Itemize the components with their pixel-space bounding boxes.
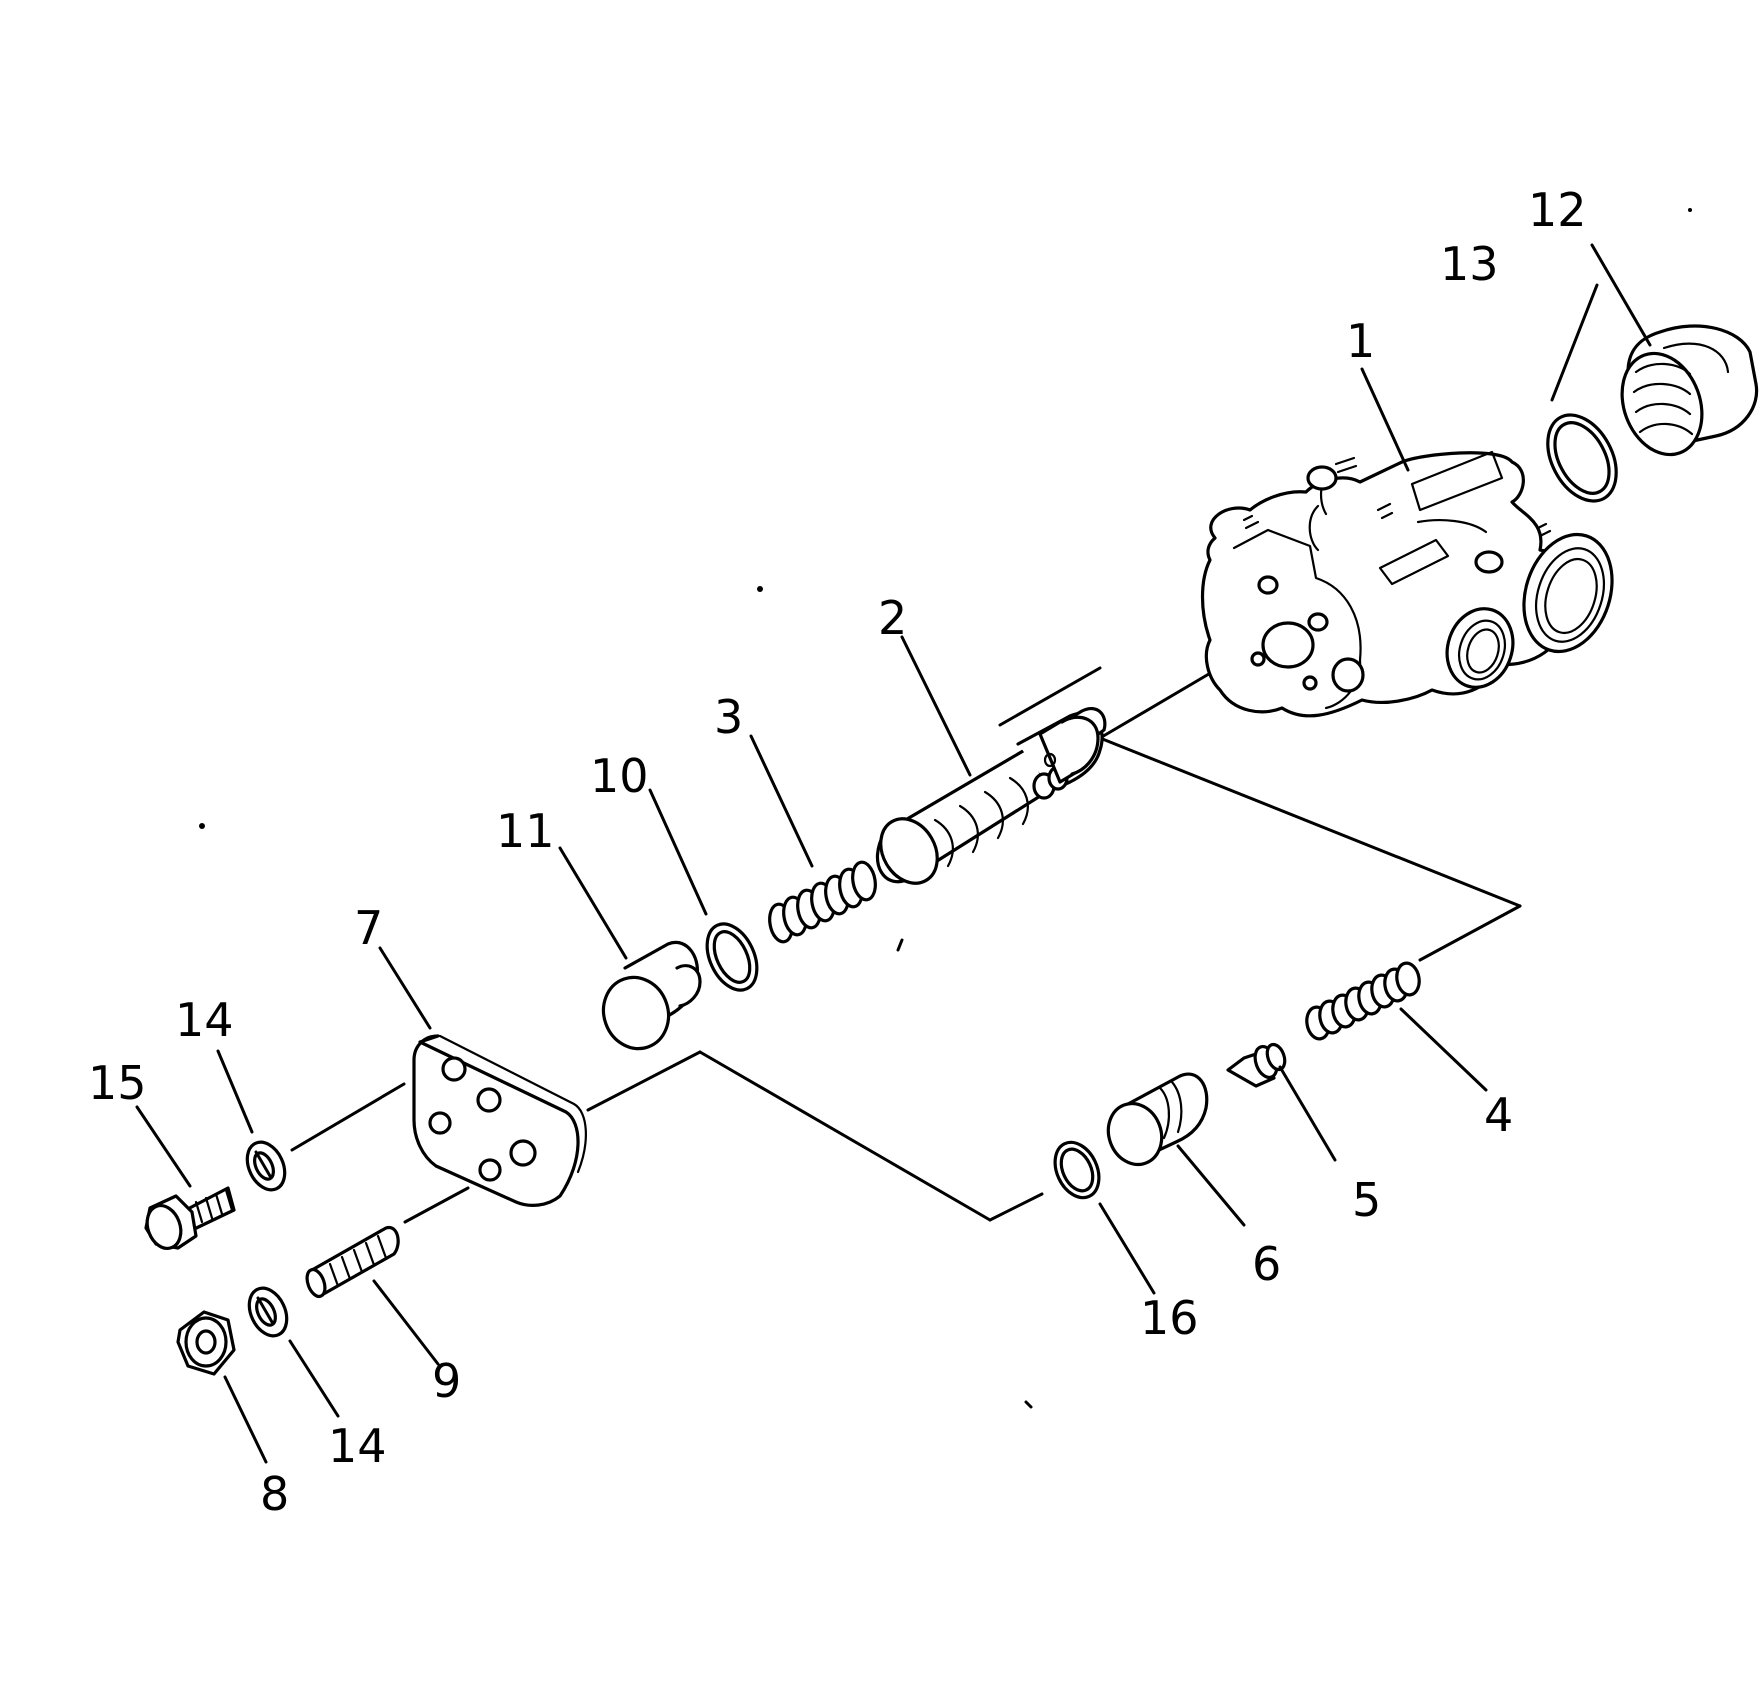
washer-part-14-lower [247, 1286, 289, 1338]
o-ring-part-16 [1053, 1140, 1101, 1200]
callout-8: 8 [260, 1467, 289, 1521]
nut-part-8 [176, 1310, 236, 1376]
callout-10: 10 [590, 749, 649, 803]
callout-6: 6 [1252, 1237, 1281, 1291]
spool-part-2 [875, 707, 1107, 885]
callout-9: 9 [432, 1354, 461, 1408]
assembly-lines [290, 666, 1522, 1224]
piston-part-6 [1106, 1072, 1209, 1167]
bolt-part-15 [144, 1186, 236, 1250]
callout-14-upper: 14 [175, 993, 234, 1047]
callout-12: 12 [1528, 183, 1587, 237]
spring-part-4 [1305, 961, 1421, 1041]
callout-3: 3 [714, 690, 743, 744]
o-ring-part-10 [705, 922, 759, 992]
valve-body-part-1 [1200, 450, 1614, 718]
callout-4: 4 [1484, 1088, 1513, 1142]
plug-part-12 [1620, 324, 1759, 457]
callout-1: 1 [1346, 314, 1375, 368]
callout-14-lower: 14 [328, 1419, 387, 1473]
washer-part-14-upper [245, 1140, 287, 1192]
callout-15: 15 [88, 1056, 147, 1110]
spring-part-3 [768, 860, 877, 944]
scan-specks [199, 208, 1692, 1409]
callout-7: 7 [354, 901, 383, 955]
cover-plate-part-7 [412, 1034, 587, 1207]
plug-part-11 [601, 940, 702, 1051]
callout-labels: 1 2 3 10 11 12 13 4 5 6 16 7 14 15 9 14 … [88, 183, 1587, 1521]
poppet-part-5 [1226, 1042, 1287, 1088]
callout-5: 5 [1352, 1173, 1381, 1227]
leader-lines [135, 243, 1652, 1464]
o-ring-part-13 [1546, 413, 1618, 503]
stud-part-9 [305, 1225, 400, 1299]
callout-16: 16 [1140, 1291, 1199, 1345]
callout-13: 13 [1440, 237, 1499, 291]
callout-2: 2 [878, 591, 907, 645]
callout-11: 11 [496, 804, 555, 858]
